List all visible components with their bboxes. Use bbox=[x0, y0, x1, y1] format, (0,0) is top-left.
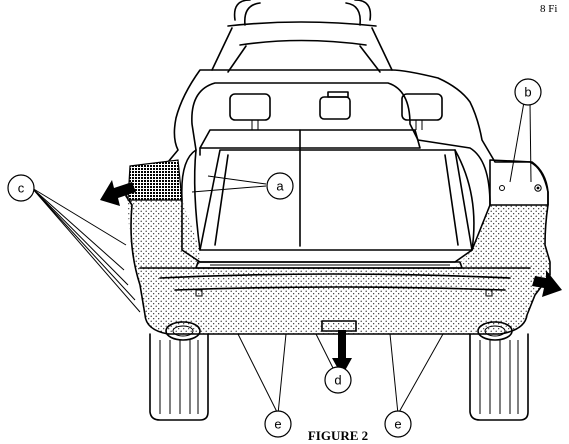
vehicle-roof bbox=[211, 0, 393, 73]
svg-text:a: a bbox=[276, 179, 284, 194]
svg-text:c: c bbox=[18, 181, 25, 196]
dotted-lower-body-panel bbox=[128, 200, 550, 334]
headrest-center bbox=[319, 96, 351, 120]
figure-caption: FIGURE 2 bbox=[308, 428, 368, 443]
bumper-clip bbox=[195, 289, 203, 297]
right-rear-tire bbox=[469, 321, 529, 421]
page-number-text: 8 Fi bbox=[540, 3, 557, 15]
callout-e-left: e bbox=[264, 410, 292, 438]
callout-e-right: e bbox=[384, 410, 412, 438]
left-pull-arrow-icon bbox=[100, 180, 136, 206]
cargo-seat-back bbox=[199, 129, 421, 149]
cargo-floor bbox=[199, 149, 473, 251]
callout-b: b bbox=[514, 78, 542, 106]
headrest-left bbox=[229, 93, 271, 121]
callout-d: d bbox=[324, 366, 352, 394]
callout-c: c bbox=[7, 174, 35, 202]
light-screw bbox=[534, 184, 542, 192]
left-tail-light bbox=[127, 159, 183, 201]
down-pull-arrow-icon bbox=[332, 330, 352, 376]
svg-text:b: b bbox=[524, 85, 531, 100]
leader-lines bbox=[31, 101, 532, 415]
right-pull-arrow-icon bbox=[532, 270, 562, 297]
svg-text:d: d bbox=[334, 373, 341, 388]
svg-text:e: e bbox=[394, 417, 401, 432]
cargo-opening-outline bbox=[180, 82, 491, 263]
right-tail-light bbox=[489, 159, 549, 206]
left-rear-tire bbox=[149, 321, 209, 421]
bumper-clip bbox=[485, 289, 493, 297]
svg-text:e: e bbox=[274, 417, 281, 432]
callout-a: a bbox=[266, 172, 294, 200]
light-screw bbox=[499, 185, 505, 191]
